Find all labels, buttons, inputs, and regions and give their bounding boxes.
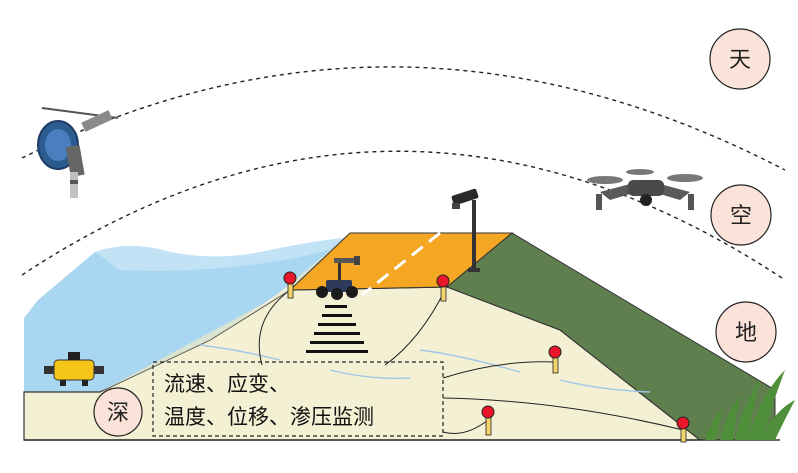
grass-icon <box>705 370 795 440</box>
underwater-robot-icon <box>44 352 104 386</box>
monitoring-text-line1: 流速、应变、 <box>164 372 290 396</box>
sensor-marker-icon <box>676 416 690 443</box>
svg-text:天: 天 <box>729 48 751 73</box>
svg-text:空: 空 <box>730 204 752 229</box>
sensor-marker-icon <box>283 271 297 299</box>
seepage-line <box>199 344 651 393</box>
sensor-cable <box>442 361 556 379</box>
label-sky: 天 <box>709 28 771 90</box>
reservoir-water <box>24 238 350 392</box>
cctv-camera-icon <box>451 188 480 272</box>
outer-orbit-arc <box>21 66 786 171</box>
svg-text:深: 深 <box>107 401 129 426</box>
crest-centerline <box>361 231 441 297</box>
sensor-cable <box>442 397 684 431</box>
drone-icon <box>587 169 703 210</box>
radar-wave-icon <box>306 305 368 353</box>
svg-text:地: 地 <box>735 321 757 346</box>
sensor-cable <box>258 289 291 366</box>
rover-robot-icon <box>316 256 360 300</box>
sensor-cable <box>384 289 446 366</box>
satellite-icon <box>37 107 119 198</box>
sensor-marker-icon <box>548 345 562 374</box>
label-ground: 地 <box>715 301 777 363</box>
water-surface-light <box>95 238 345 271</box>
monitoring-text-line2: 温度、位移、渗压监测 <box>164 405 374 429</box>
sensor-cable <box>442 419 489 434</box>
sensor-marker-icon <box>481 405 495 436</box>
label-deep: 深 <box>93 387 143 437</box>
label-air: 空 <box>710 184 772 246</box>
sensor-marker-icon <box>436 274 450 302</box>
